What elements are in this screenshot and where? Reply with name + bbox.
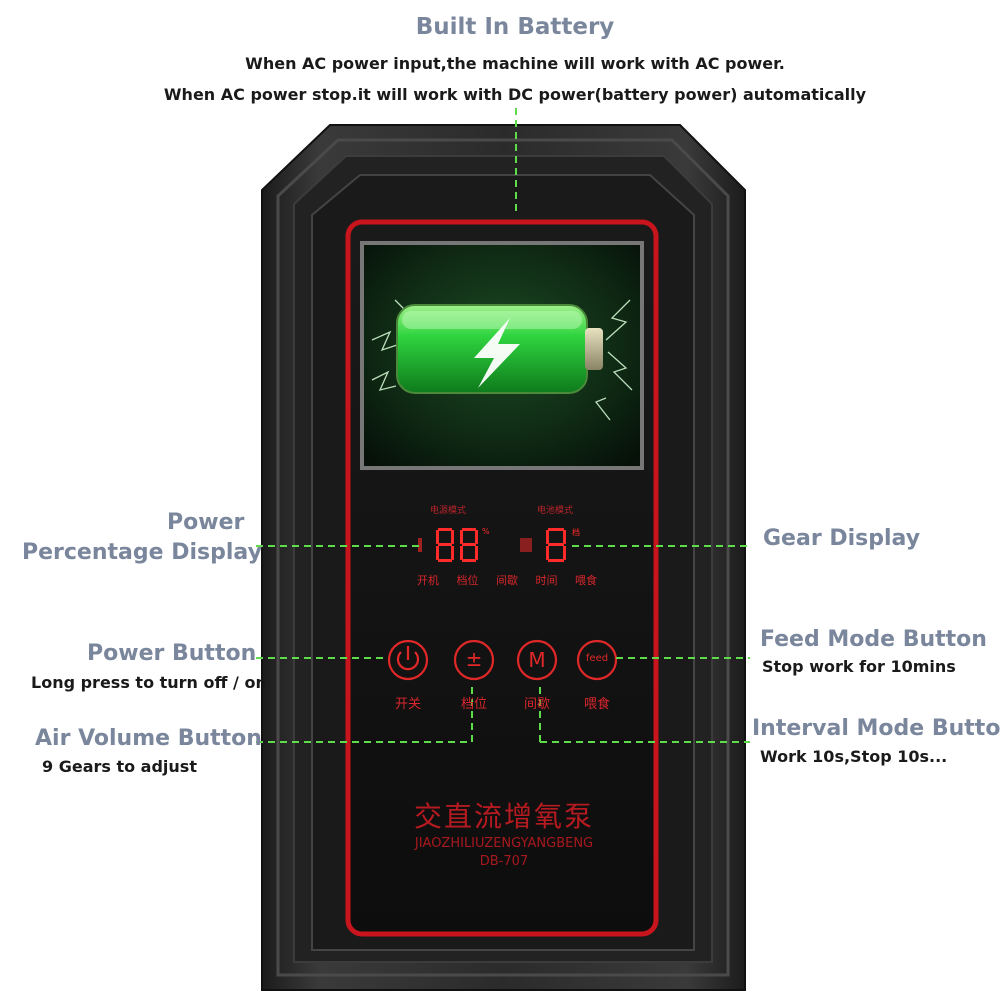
percent-digits-icon <box>418 528 478 562</box>
feed-mode-title: Feed Mode Button <box>760 627 987 652</box>
led-display <box>418 528 566 562</box>
interval-mode-title: Interval Mode Button <box>752 716 1000 741</box>
feed-mode-sub: Stop work for 10mins <box>762 657 956 676</box>
interval-button-label: 间歇 <box>523 697 550 712</box>
power-button-label: 开关 <box>394 697 421 712</box>
indicator-label: 档位 <box>456 574 479 587</box>
gear-display-title: Gear Display <box>763 526 921 551</box>
bolt-icon <box>474 318 520 388</box>
air-volume-title: Air Volume Button <box>35 726 262 751</box>
interval-button <box>516 639 558 681</box>
mode-label-left: 电源模式 <box>430 506 467 516</box>
battery-callout-title: Built In Battery <box>415 14 615 40</box>
power-percentage-title-line2: Percentage Display <box>22 540 262 565</box>
power-percentage-title-line1: Power <box>167 510 245 535</box>
gear-unit: 档 <box>572 528 580 537</box>
indicator-label: 开机 <box>417 574 439 587</box>
feed-button-symbol[interactable]: feed <box>585 653 609 664</box>
interval-button-symbol[interactable]: M <box>528 648 546 672</box>
gear-button-label: 档位 <box>460 697 487 712</box>
device-name-cn: 交直流增氧泵 <box>413 800 594 833</box>
power-button-title: Power Button <box>87 641 257 666</box>
indicator-label: 间歇 <box>496 574 518 587</box>
battery-callout-line1: When AC power input,the machine will wor… <box>245 54 785 73</box>
feed-button-label: 喂食 <box>583 697 610 712</box>
feed-button <box>576 639 618 681</box>
power-button <box>387 639 429 681</box>
guide-lines <box>256 108 750 743</box>
indicator-label: 喂食 <box>575 574 597 587</box>
indicator-row: 开机 档位 间歇 时间 喂食 <box>417 572 597 588</box>
device-model: DB-707 <box>479 854 529 869</box>
air-volume-sub: 9 Gears to adjust <box>42 757 197 776</box>
gear-button <box>453 639 495 681</box>
power-button-sub: Long press to turn off / on <box>31 673 267 692</box>
gear-button-symbol[interactable]: ± <box>465 647 483 671</box>
battery-callout-line2: When AC power stop.it will work with DC … <box>163 85 867 104</box>
interval-mode-sub: Work 10s,Stop 10s... <box>760 747 948 766</box>
gear-digit-icon <box>520 528 566 562</box>
battery-cap <box>585 328 603 370</box>
indicator-label: 时间 <box>535 574 558 587</box>
device-name-pinyin: JIAOZHILIUZENGYANGBENG <box>414 836 594 851</box>
mode-label-right: 电池模式 <box>537 506 574 516</box>
percent-unit: % <box>482 527 490 536</box>
